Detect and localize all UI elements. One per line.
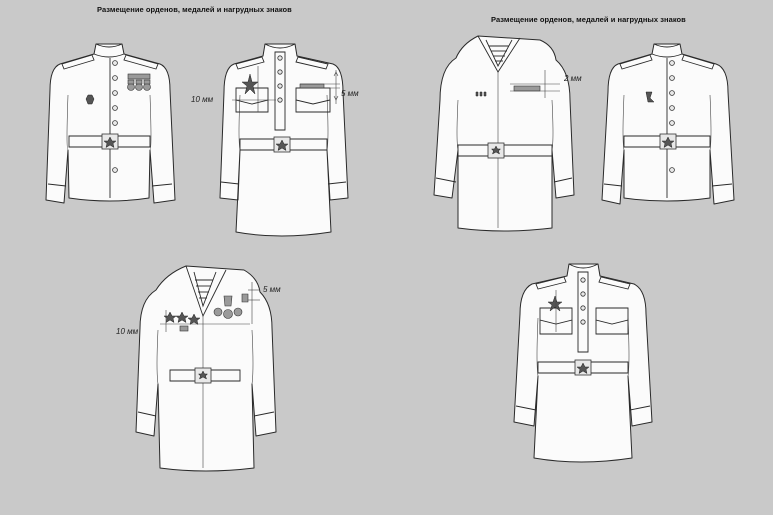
caption-left: Размещение орденов, медалей и нагрудных … — [97, 5, 292, 14]
measure-10mm-upper: 10 мм — [191, 95, 214, 104]
tunic-right — [601, 43, 735, 205]
sailor-shirt-awards — [135, 265, 277, 472]
caption-right: Размещение орденов, медалей и нагрудных … — [491, 15, 686, 24]
gymnastyorka-top — [219, 43, 349, 237]
gymnastyorka-bottom — [513, 263, 653, 463]
measure-5mm-upper: 5 мм — [341, 89, 359, 98]
measure-2mm: 2 мм — [563, 74, 582, 83]
tunic-standing-collar — [45, 43, 176, 204]
sailor-shirt-top — [433, 35, 575, 232]
measure-10mm-lower: 10 мм — [116, 327, 139, 336]
measure-5mm-lower: 5 мм — [263, 285, 281, 294]
